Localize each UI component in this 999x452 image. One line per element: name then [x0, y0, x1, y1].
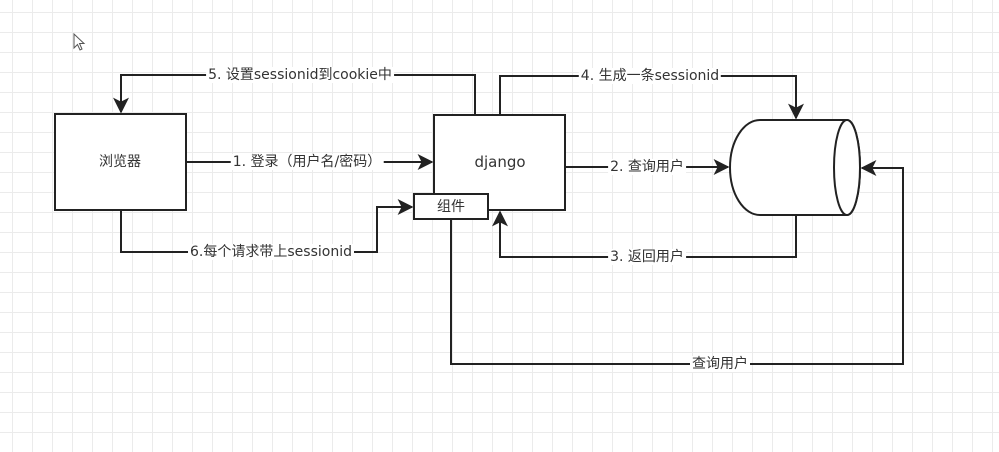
edge-label-return-user: 3. 返回用户: [608, 249, 686, 265]
edge-component-query: [450, 160, 904, 365]
browser-node[interactable]: [54, 113, 187, 211]
edge-label-component-query: 查询用户: [690, 356, 750, 372]
edge-label-login: 1. 登录（用户名/密码）: [230, 154, 384, 170]
browser-label: 浏览器: [99, 154, 141, 170]
edge-label-query-user: 2. 查询用户: [608, 159, 686, 175]
django-label: django: [474, 153, 526, 171]
mouse-cursor-icon: [73, 33, 86, 51]
edge-label-generate-session: 4. 生成一条sessionid: [578, 68, 722, 84]
edge-label-set-cookie: 5. 设置sessionid到cookie中: [206, 67, 394, 83]
edge-label-carry-session: 6.每个请求带上sessionid: [188, 244, 354, 260]
component-label: 组件: [437, 199, 465, 215]
edge-carry-session: [120, 199, 414, 253]
database-node[interactable]: [729, 119, 861, 216]
